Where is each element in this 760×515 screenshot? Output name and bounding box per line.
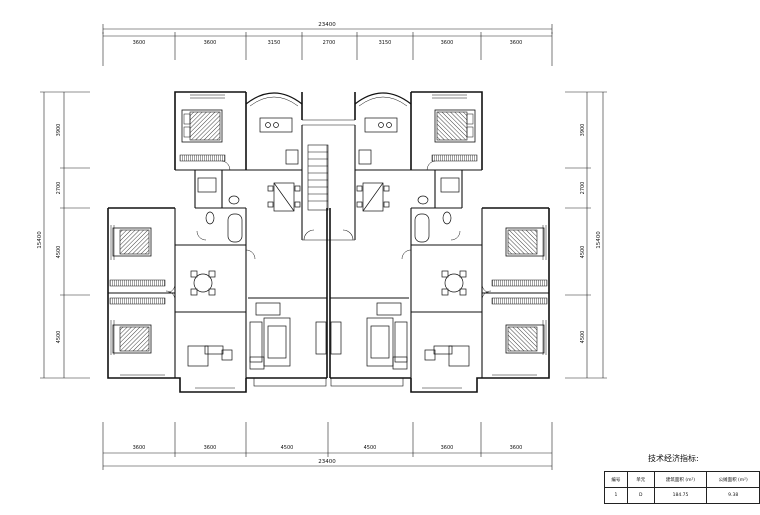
bottom-dimension-2: 3600 <box>204 445 217 451</box>
left-dimension-2: 2700 <box>56 182 62 195</box>
left-dimension-4: 4500 <box>56 331 62 344</box>
tech-table-title: 技术经济指标: <box>648 454 699 463</box>
top-dimension-2: 3600 <box>204 40 217 46</box>
top-dimension-6: 3600 <box>441 40 454 46</box>
table-cell: 1 <box>604 487 628 504</box>
right-dimension-1: 3900 <box>580 124 586 137</box>
central-stair <box>302 119 355 241</box>
right-dimension-2: 2700 <box>580 182 586 195</box>
table-cell: 184.75 <box>653 487 708 504</box>
header-cell: 建筑面积 (m²) <box>653 471 708 488</box>
wardrobe <box>179 154 226 162</box>
bathroom-fixtures <box>197 177 243 243</box>
bed <box>181 109 223 143</box>
wardrobe <box>109 279 166 287</box>
right-dimension-4: 4500 <box>580 331 586 344</box>
wardrobe <box>109 297 166 305</box>
table-row: 1 D 184.75 9.38 <box>604 487 760 504</box>
kitchen-bay <box>245 92 303 105</box>
top-dimension-1: 3600 <box>133 40 146 46</box>
desk <box>187 345 233 367</box>
right-dimension-chain <box>565 91 607 379</box>
tech-index-table: 编号 单元 建筑面积 (m²) 公摊面积 (m²) 1 D 184.75 9.3… <box>604 471 760 504</box>
bottom-dimension-1: 3600 <box>133 445 146 451</box>
bottom-dimension-5: 3600 <box>441 445 454 451</box>
door-swings <box>165 160 256 301</box>
top-total-dimension: 23400 <box>318 22 336 28</box>
bottom-dimension-4: 4500 <box>364 445 377 451</box>
left-total-dimension: 15400 <box>37 231 43 249</box>
top-dimension-4: 2700 <box>323 40 336 46</box>
top-dimension-7: 3600 <box>510 40 523 46</box>
left-dimension-chain <box>40 91 90 379</box>
balcony <box>253 377 327 387</box>
table-cell: D <box>626 487 655 504</box>
right-total-dimension: 15400 <box>596 231 602 249</box>
bed <box>112 227 152 257</box>
header-cell: 编号 <box>604 471 628 488</box>
top-dimension-chain <box>102 24 553 66</box>
header-cell: 单元 <box>626 471 655 488</box>
left-apartment-unit <box>107 91 329 393</box>
kitchen-counter <box>259 117 299 165</box>
staircase <box>303 144 329 241</box>
dining-table <box>190 182 301 296</box>
windows <box>110 94 235 389</box>
header-cell: 公摊面积 (m²) <box>706 471 760 488</box>
bottom-dimension-6: 3600 <box>510 445 523 451</box>
bottom-dimension-3: 4500 <box>281 445 294 451</box>
bottom-total-dimension: 23400 <box>318 459 336 465</box>
sofa-set <box>249 302 327 370</box>
bed <box>112 324 152 354</box>
left-dimension-3: 4500 <box>56 246 62 259</box>
top-dimension-5: 3150 <box>379 40 392 46</box>
left-dimension-1: 3900 <box>56 124 62 137</box>
table-cell: 9.38 <box>706 487 760 504</box>
table-header-row: 编号 单元 建筑面积 (m²) 公摊面积 (m²) <box>604 471 760 488</box>
top-dimension-3: 3150 <box>268 40 281 46</box>
right-apartment-unit <box>329 91 550 393</box>
interior-walls <box>108 125 327 378</box>
bottom-dimension-chain <box>102 422 553 470</box>
right-dimension-3: 4500 <box>580 246 586 259</box>
